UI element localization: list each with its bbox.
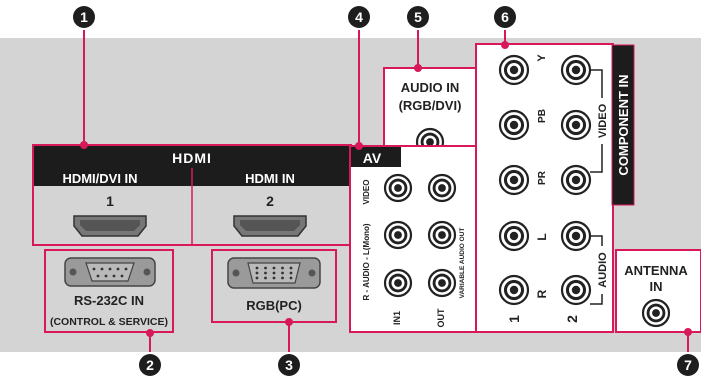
svg-text:7: 7 — [684, 357, 692, 373]
hdmi-port-2-label: HDMI IN — [245, 171, 295, 186]
component-audio-label: AUDIO — [597, 252, 609, 288]
comp2-audio-r-jack — [560, 274, 592, 306]
antenna-label: ANTENNA — [624, 263, 688, 278]
av-section: AV VIDEO R - AUDIO - L(Mono) IN1 OUT VAR… — [349, 145, 477, 333]
component-column-1-label: 1 — [506, 315, 522, 323]
comp2-y-jack — [560, 54, 592, 86]
component-r-label: R — [535, 289, 549, 298]
component-video-label: VIDEO — [597, 103, 609, 138]
comp1-audio-r-jack — [498, 274, 530, 306]
av-in-video-jack — [383, 173, 413, 203]
hdmi-port-1-connector — [73, 215, 147, 237]
hdmi-header: HDMI — [172, 150, 212, 166]
callout-2: 2 — [139, 354, 161, 376]
comp1-pb-jack — [498, 109, 530, 141]
comp1-y-jack — [498, 54, 530, 86]
callout-dots — [80, 41, 692, 337]
av-in-audio-l-jack — [383, 220, 413, 250]
callout-5: 5 — [407, 6, 429, 28]
component-pr-label: PR — [537, 170, 548, 185]
rs232-connector — [64, 257, 156, 287]
hdmi-section: HDMI HDMI/DVI IN HDMI IN 1 2 — [32, 144, 352, 246]
component-jacks — [498, 54, 592, 306]
svg-text:4: 4 — [355, 9, 363, 25]
rgb-section: RGB(PC) — [211, 249, 337, 323]
hdmi-port-1-number: 1 — [106, 193, 114, 209]
callout-1: 1 — [73, 6, 95, 28]
hdmi-port-1-label: HDMI/DVI IN — [62, 171, 137, 186]
av-out-audio-r-jack — [427, 268, 457, 298]
callout-4: 4 — [348, 6, 370, 28]
rs232-sub-label: (CONTROL & SERVICE) — [50, 316, 168, 328]
component-l-label: L — [535, 233, 549, 240]
av-video-label: VIDEO — [362, 180, 371, 205]
svg-text:5: 5 — [414, 9, 422, 25]
hdmi-port-2-connector — [233, 215, 307, 237]
av-jacks — [383, 173, 457, 298]
av-header: AV — [363, 150, 382, 166]
hdmi-port-2-number: 2 — [266, 193, 274, 209]
antenna-jack-port — [641, 298, 671, 328]
callout-lines — [83, 30, 689, 352]
av-in-audio-r-jack — [383, 268, 413, 298]
av-out-audio-l-jack — [427, 220, 457, 250]
callout-6: 6 — [494, 6, 516, 28]
antenna-sub-label: IN — [650, 279, 663, 294]
comp1-pr-jack — [498, 164, 530, 196]
comp2-audio-l-jack — [560, 220, 592, 252]
callout-7: 7 — [677, 354, 699, 376]
av-variable-audio-label: VARIABLE AUDIO OUT — [459, 228, 466, 299]
audio-in-label: AUDIO IN — [401, 80, 460, 95]
antenna-section: ANTENNA IN — [615, 249, 701, 333]
rs232-label: RS-232C IN — [74, 293, 144, 308]
svg-text:1: 1 — [80, 9, 88, 25]
av-out-video-jack — [427, 173, 457, 203]
rgb-label: RGB(PC) — [246, 298, 302, 313]
comp2-pb-jack — [560, 109, 592, 141]
callout-3: 3 — [278, 354, 300, 376]
component-side-title: COMPONENT IN — [616, 74, 631, 175]
component-y-label: Y — [536, 54, 548, 62]
comp2-pr-jack — [560, 164, 592, 196]
audio-in-sub-label: (RGB/DVI) — [399, 98, 462, 113]
svg-text:3: 3 — [285, 357, 293, 373]
rs232-section: RS-232C IN (CONTROL & SERVICE) — [44, 249, 174, 333]
component-section: COMPONENT IN Y PB PR L R VIDEO AUDIO 1 2 — [475, 43, 635, 333]
audio-in-section: AUDIO IN (RGB/DVI) — [383, 67, 477, 161]
svg-text:6: 6 — [501, 9, 509, 25]
component-column-2-label: 2 — [564, 315, 580, 323]
av-audio-label: R - AUDIO - L(Mono) — [362, 223, 371, 300]
rgb-connector — [227, 257, 321, 289]
av-out-label: OUT — [436, 308, 446, 328]
antenna-jack — [641, 298, 671, 328]
component-pb-label: PB — [537, 109, 548, 123]
av-in1-label: IN1 — [392, 311, 402, 325]
comp1-audio-l-jack — [498, 220, 530, 252]
svg-text:2: 2 — [146, 357, 154, 373]
